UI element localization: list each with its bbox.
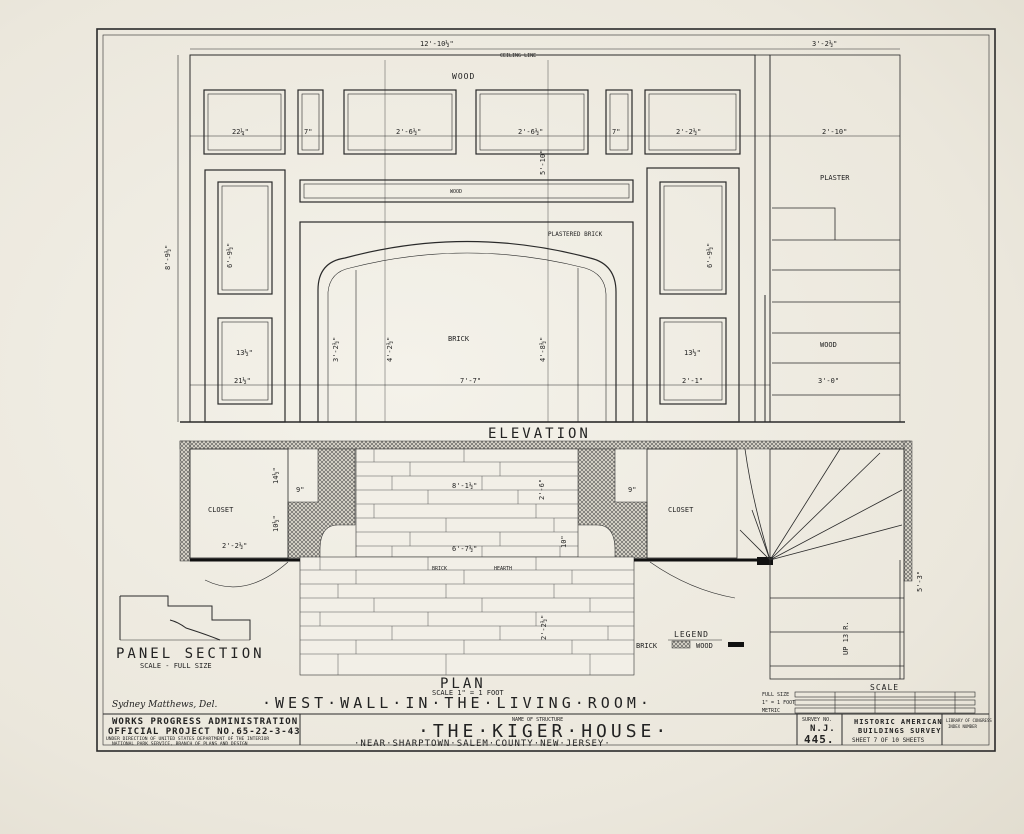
opening-width: 7'-7" [460, 377, 481, 385]
name-of-structure-label: NAME OF STRUCTURE [512, 717, 563, 723]
habs-line-2: BUILDINGS SURVEY [858, 727, 941, 735]
legend-brick-swatch [671, 640, 691, 649]
elevation-label: ELEVATION [488, 426, 591, 442]
top-right-dim: 2'-10" [822, 128, 847, 136]
ceiling-line-label: CEILING LINE [500, 53, 536, 59]
elevation-drawing: 12'-10½" CEILING LINE 3'-2½" 8'-9½" WOOD… [164, 40, 905, 423]
plan-dim-14: 14½" [272, 467, 280, 484]
brick-hearth-label-1: BRICK [432, 566, 447, 572]
plan-dim-9-left: 9" [296, 486, 304, 494]
sheet-count: SHEET 7 OF 10 SHEETS [852, 737, 925, 744]
wpa-text: WORKS PROGRESS ADMINISTRATION [112, 717, 298, 727]
delineator-signature: Sydney Matthews, Del. [112, 700, 217, 710]
panel-section-drawing [119, 595, 251, 641]
brick-hearth-pattern [299, 448, 635, 676]
wall-title: ·WEST·WALL·IN·THE·LIVING·ROOM· [262, 694, 653, 712]
plan-dim-left-closet: 2'-2½" [222, 542, 247, 550]
panel-section-scale: SCALE - FULL SIZE [140, 662, 212, 670]
plastered-brick-label: PLASTERED BRICK [548, 231, 603, 238]
title-block [103, 713, 989, 745]
plan-dim-hearth-front: 2'-2½" [540, 615, 548, 640]
project-number: OFFICIAL PROJECT NO.65-22-3-43 [108, 727, 301, 737]
brick-hearth-label-2: HEARTH [494, 566, 512, 572]
legend-wood-swatch [728, 642, 744, 647]
survey-number: 445. [804, 733, 835, 746]
closet-left-label: CLOSET [208, 506, 234, 514]
top-panel-dim-1: 22¼" [232, 128, 249, 136]
plan-title: PLAN [440, 676, 486, 692]
plan-dim-10-half: 10½" [272, 515, 280, 532]
scale-row-foot: 1" = 1 FOOT [762, 700, 795, 706]
legend-wood-label: WOOD [696, 642, 713, 650]
winding-stair [739, 448, 905, 680]
ceiling-width-dim: 12'-10½" [420, 40, 454, 48]
index-line-1: LIBRARY OF CONGRESS [946, 718, 992, 723]
door-panel-height-left: 6'-9½" [226, 243, 234, 268]
overall-height-dim: 8'-9½" [164, 245, 172, 270]
plan-right-dim: 5'-3" [916, 571, 924, 592]
opening-height-dim-2: 4'-8½" [539, 337, 547, 362]
top-panel-dim-2: 7" [304, 128, 312, 136]
door-panel-height-right: 6'-9½" [706, 243, 714, 268]
top-panel-dim-4: 2'-6½" [518, 128, 543, 136]
closet-right-label: CLOSET [668, 506, 694, 514]
top-panel-dim-3: 2'-6½" [396, 128, 421, 136]
right-width-dim: 3'-2½" [812, 40, 837, 48]
plan-dim-10: 10" [560, 535, 568, 548]
plan-dim-hearth-depth: 8'-1½" [452, 482, 477, 490]
plan-drawing: CLOSET CLOSET 8'-1½" 6'-7½" 2'-2½" 2'-6"… [179, 440, 924, 680]
scale-row-metric: METRIC [762, 708, 780, 714]
outer-border [96, 28, 996, 752]
inner-border [102, 34, 990, 746]
brick-label: BRICK [448, 335, 470, 343]
scale-title: SCALE [870, 683, 899, 692]
lower-panel-width-left: 13½" [236, 349, 253, 357]
stair-width-dim: 3'-0" [818, 377, 839, 385]
opening-height-dim: 4'-2½" [386, 337, 394, 362]
plan-dim-hearth-width: 6'-7½" [452, 545, 477, 553]
legend-brick-label: BRICK [636, 642, 658, 650]
plan-dim-9-right: 9" [628, 486, 636, 494]
plan-scale: SCALE 1" = 1 FOOT [432, 689, 504, 697]
graphic-scale-bars [794, 691, 976, 714]
structure-location: ·NEAR·SHARPTOWN·SALEM·COUNTY·NEW·JERSEY· [354, 739, 611, 749]
structure-name: ·THE·KIGER·HOUSE· [418, 721, 670, 742]
lower-panel-width-right: 13½" [684, 349, 701, 357]
stair-up-label: UP 13 R. [842, 621, 850, 655]
side-width-right: 2'-1" [682, 377, 703, 385]
middle-height-dim: 5'-10" [539, 150, 547, 175]
top-panel-dim-5: 7" [612, 128, 620, 136]
arch-height-dim: 3'-2½" [332, 337, 340, 362]
wood-top-label: WOOD [452, 72, 475, 81]
side-width-left: 21½" [234, 377, 251, 385]
survey-state: N.J. [810, 724, 836, 734]
scale-row-full: FULL SIZE [762, 692, 789, 698]
survey-no-label: SURVEY NO. [802, 717, 832, 723]
panel-section-title: PANEL SECTION [116, 646, 265, 662]
wood-stair-label: WOOD [820, 341, 837, 349]
habs-line-1: HISTORIC AMERICAN [854, 718, 943, 726]
wood-band-label: WOOD [450, 189, 462, 195]
legend-title: LEGEND [674, 630, 709, 639]
plan-dim-jamb: 2'-6" [538, 479, 546, 500]
index-line-2: INDEX NUMBER [948, 724, 977, 729]
plaster-label: PLASTER [820, 174, 850, 182]
under-direction-2: NATIONAL PARK SERVICE, BRANCH OF PLANS A… [112, 741, 248, 747]
top-panel-dim-6: 2'-2½" [676, 128, 701, 136]
under-direction-1: UNDER DIRECTION OF UNITED STATES DEPARTM… [106, 736, 269, 742]
